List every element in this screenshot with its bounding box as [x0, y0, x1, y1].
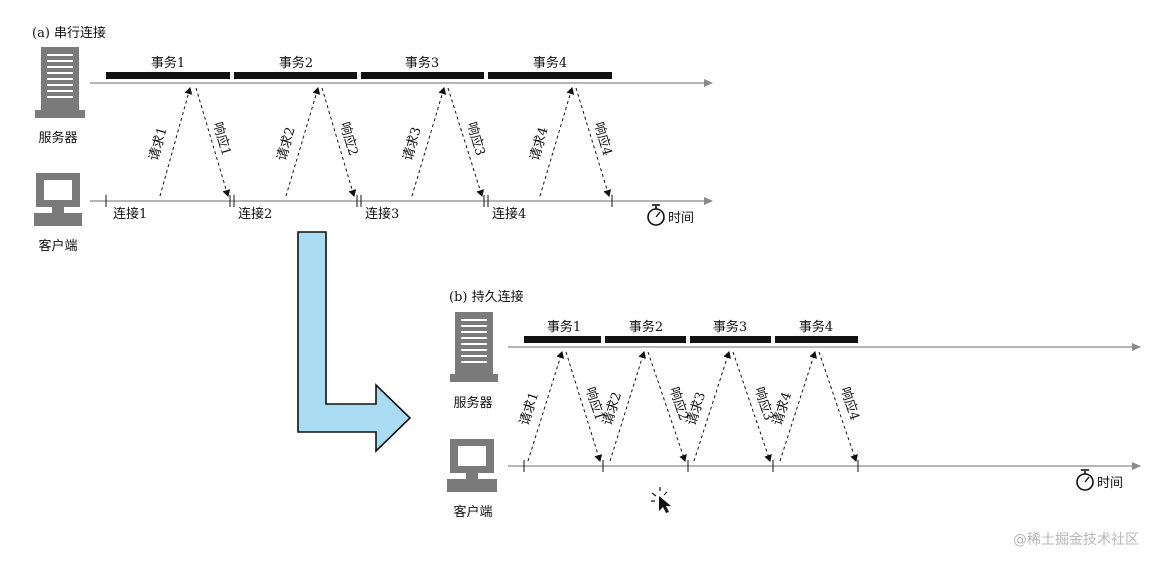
persistent-request-label: 请求2: [600, 390, 625, 427]
serial-response-arrow: [575, 87, 612, 197]
client-computer-icon: [447, 439, 497, 492]
persistent-title: (b) 持久连接: [449, 289, 524, 305]
serial-connection-label: 连接1: [113, 206, 147, 222]
serial-request-arrow: [159, 87, 193, 197]
persistent-time-label: 时间: [1097, 476, 1123, 491]
serial-connection-label: 连接4: [492, 206, 526, 222]
serial-transaction-bar: [234, 72, 357, 79]
serial-transaction-label: 事务2: [279, 55, 313, 71]
persistent-response-arrow: [647, 351, 687, 462]
persistent-response-arrow: [818, 351, 858, 462]
serial-response-label: 响应4: [590, 120, 615, 157]
serial-time-label: 时间: [668, 211, 694, 226]
watermark: @稀土掘金技术社区: [1013, 532, 1139, 548]
persistent-response-arrow: [565, 351, 603, 462]
persistent-transaction-label: 事务2: [629, 319, 663, 335]
persistent-transaction-bar: [690, 336, 771, 343]
server-icon: [35, 47, 85, 118]
persistent-transaction-label: 事务4: [799, 319, 833, 335]
serial-title: (a) 串行连接: [32, 25, 106, 41]
persistent-request-arrow: [527, 351, 565, 462]
persistent-transaction-label: 事务1: [547, 319, 581, 335]
persistent-client-label: 客户端: [453, 504, 492, 520]
persistent-request-arrow: [693, 351, 731, 462]
persistent-ticks: [523, 460, 859, 472]
persistent-transaction-bar: [775, 336, 858, 343]
persistent-request-label: 请求4: [770, 390, 795, 427]
serial-request-label: 请求4: [528, 125, 552, 162]
persistent-response-arrow: [732, 351, 772, 462]
serial-transaction-label: 事务3: [405, 55, 439, 71]
serial-response-label: 响应2: [336, 120, 361, 157]
serial-request-label: 请求3: [401, 125, 425, 162]
serial-request-label: 请求2: [275, 125, 299, 162]
persistent-server-label: 服务器: [453, 395, 492, 411]
serial-response-arrow: [447, 87, 485, 197]
serial-response-arrow: [321, 87, 357, 197]
stopwatch-icon: [647, 204, 665, 226]
persistent-transaction-label: 事务3: [713, 319, 747, 335]
serial-transaction-label: 事务4: [533, 55, 567, 71]
cursor-icon: [651, 487, 671, 513]
persistent-transaction-bar: [605, 336, 686, 343]
serial-request-arrow: [285, 87, 321, 197]
serial-server-label: 服务器: [38, 130, 77, 146]
serial-connection-label: 连接2: [238, 206, 272, 222]
serial-transaction-bar: [488, 72, 612, 79]
stopwatch-icon: [1076, 469, 1094, 491]
persistent-request-label: 请求1: [517, 390, 542, 427]
serial-response-arrow: [195, 87, 231, 197]
serial-response-label: 响应1: [209, 120, 234, 157]
serial-client-label: 客户端: [38, 238, 77, 254]
client-computer-icon: [34, 173, 82, 226]
serial-transaction-label: 事务1: [151, 55, 185, 71]
serial-connection-label: 连接3: [365, 206, 399, 222]
serial-section: (a) 串行连接 服务器 客户端 事务1: [32, 25, 713, 254]
persistent-request-arrow: [779, 351, 817, 462]
persistent-transaction-bar: [524, 336, 601, 343]
transition-arrow: [297, 231, 412, 453]
serial-ticks: [105, 195, 613, 207]
persistent-request-arrow: [609, 351, 647, 462]
serial-request-label: 请求1: [147, 125, 171, 162]
server-icon: [450, 312, 498, 382]
serial-response-label: 响应3: [463, 120, 488, 157]
persistent-request-label: 请求3: [684, 390, 709, 427]
persistent-section: (b) 持久连接 服务器 客户端 事务1: [447, 289, 1141, 520]
serial-transaction-bar: [361, 72, 484, 79]
serial-request-arrow: [411, 87, 447, 197]
serial-request-arrow: [539, 87, 575, 197]
serial-transaction-bar: [106, 72, 230, 79]
